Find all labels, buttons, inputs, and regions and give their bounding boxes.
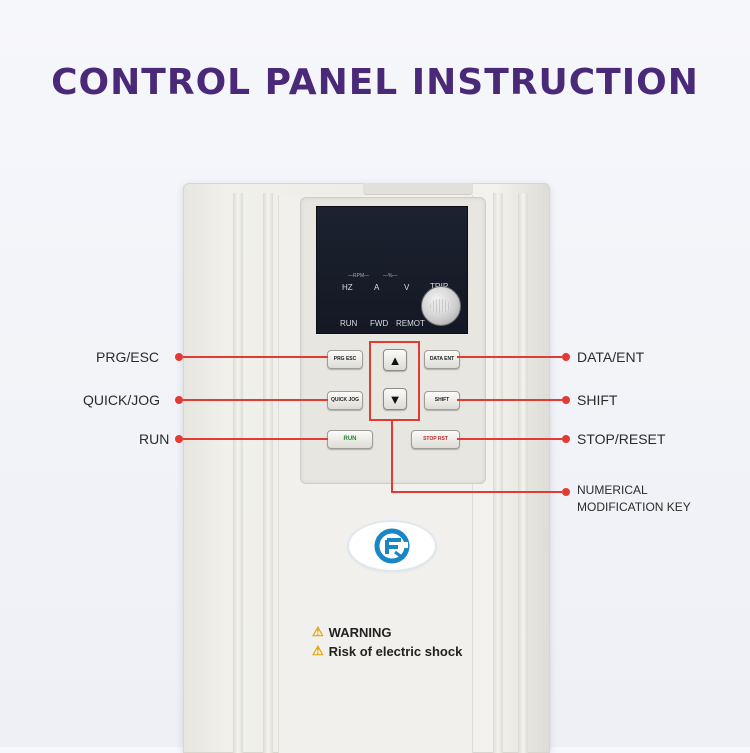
run-callout-label: RUN — [139, 431, 170, 447]
numerical-callout-label: NUMERICAL MODIFICATION KEY — [577, 482, 691, 516]
prg-esc-callout-label: PRG/ESC — [96, 349, 160, 365]
stop-reset-key[interactable]: STOP RST — [411, 430, 460, 449]
up-arrow-key[interactable]: ▲ — [383, 349, 407, 371]
warning-subtext: Risk of electric shock — [328, 643, 463, 659]
housing-rib — [493, 193, 503, 753]
down-arrow-key[interactable]: ▼ — [383, 388, 407, 410]
run-key-label: RUN — [343, 436, 357, 442]
stop-reset-callout-label: STOP/RESET — [577, 431, 666, 447]
down-arrow-icon: ▼ — [388, 391, 402, 407]
warning-triangle-icon: ⚠ — [312, 624, 324, 639]
housing-rib — [233, 193, 243, 753]
quick-jog-callout-label: QUICK/JOG — [83, 392, 161, 408]
data-ent-callout-line — [457, 356, 562, 358]
numerical-callout-line1: NUMERICAL — [577, 483, 648, 497]
display-label-run: RUN — [340, 319, 358, 328]
speed-potentiometer-knob[interactable] — [421, 286, 461, 326]
stop-reset-callout-line — [457, 438, 562, 440]
callout-dot — [562, 353, 570, 361]
shift-key-label: SHIFT — [434, 397, 450, 403]
display-label-remot: REMOT — [396, 319, 425, 328]
up-arrow-icon: ▲ — [388, 352, 402, 368]
display-label-a: A — [374, 283, 380, 292]
quick-jog-key-label: QUICK JOG — [330, 397, 360, 403]
stop-reset-key-label: STOP RST — [423, 436, 448, 442]
top-notch — [363, 183, 473, 195]
housing-rib — [263, 193, 273, 753]
brand-logo-icon — [349, 522, 435, 570]
callout-dot — [175, 353, 183, 361]
callout-dot — [175, 396, 183, 404]
warning-title: ⚠ WARNING — [312, 624, 392, 640]
display-unit-rpm: —RPM— — [348, 273, 370, 279]
warning-subtitle: ⚠ Risk of electric shock — [312, 643, 462, 659]
quick-jog-key[interactable]: QUICK JOG — [327, 391, 363, 410]
callout-dot — [562, 488, 570, 496]
display-label-fwd: FWD — [370, 319, 389, 328]
warning-text: WARNING — [328, 624, 392, 640]
housing-rib — [518, 193, 528, 753]
display-unit-pct: —%— — [383, 273, 398, 279]
numerical-callout-line — [391, 419, 393, 492]
shift-callout-line — [457, 399, 562, 401]
quick-jog-callout-line — [183, 399, 328, 401]
shift-callout-label: SHIFT — [577, 392, 618, 408]
display-label-hz: HZ — [342, 283, 353, 292]
numerical-key-highlight — [369, 341, 420, 421]
prg-esc-key-label: PRG ESC — [333, 356, 357, 362]
run-callout-line — [183, 438, 328, 440]
prg-esc-callout-line — [183, 356, 328, 358]
callout-dot — [562, 396, 570, 404]
warning-triangle-icon: ⚠ — [312, 643, 324, 658]
data-ent-callout-label: DATA/ENT — [577, 349, 645, 365]
numerical-callout-line2: MODIFICATION KEY — [577, 500, 691, 514]
shift-key[interactable]: SHIFT — [424, 391, 460, 410]
page-title: CONTROL PANEL INSTRUCTION — [51, 62, 699, 103]
display-label-v: V — [404, 283, 410, 292]
data-ent-key-label: DATA ENT — [429, 356, 455, 362]
numerical-callout-line — [391, 491, 562, 493]
prg-esc-key[interactable]: PRG ESC — [327, 350, 363, 369]
callout-dot — [175, 435, 183, 443]
run-key[interactable]: RUN — [327, 430, 373, 449]
callout-dot — [562, 435, 570, 443]
data-ent-key[interactable]: DATA ENT — [424, 350, 460, 369]
